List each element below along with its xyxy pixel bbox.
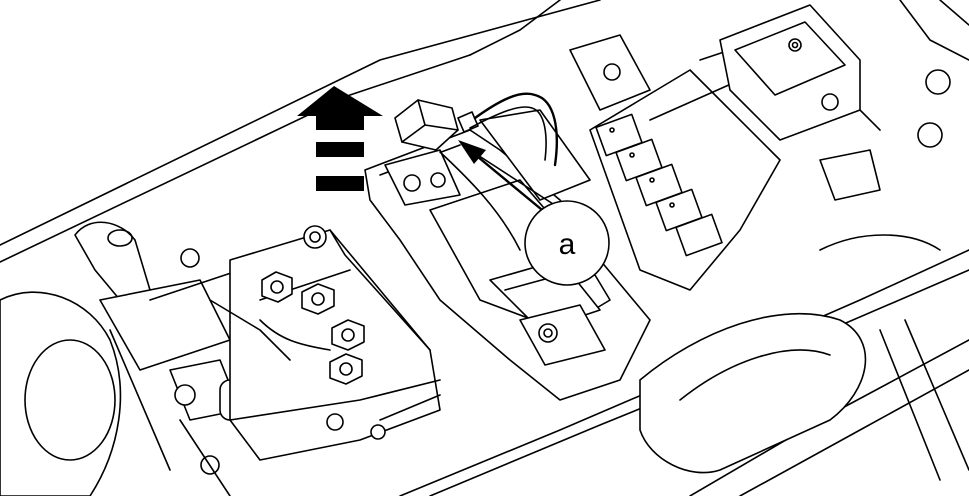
terminal-nut — [331, 319, 365, 351]
callout-a: a — [524, 200, 610, 286]
wire-harness — [439, 92, 558, 251]
callout-pointer — [458, 140, 549, 216]
battery-cover — [364, 109, 651, 401]
terminal-nuts — [209, 271, 365, 385]
terminal-nut — [329, 353, 363, 385]
lower-right-frame — [639, 234, 969, 481]
terminal-nut — [261, 271, 293, 303]
fuse-relay-block — [569, 34, 781, 291]
up-arrow-icon — [297, 86, 383, 191]
terminal-nut — [301, 283, 335, 315]
callout-label: a — [559, 228, 576, 261]
relay — [675, 213, 723, 257]
ecu-module — [719, 4, 951, 201]
rear-frame-assembly — [0, 221, 331, 496]
